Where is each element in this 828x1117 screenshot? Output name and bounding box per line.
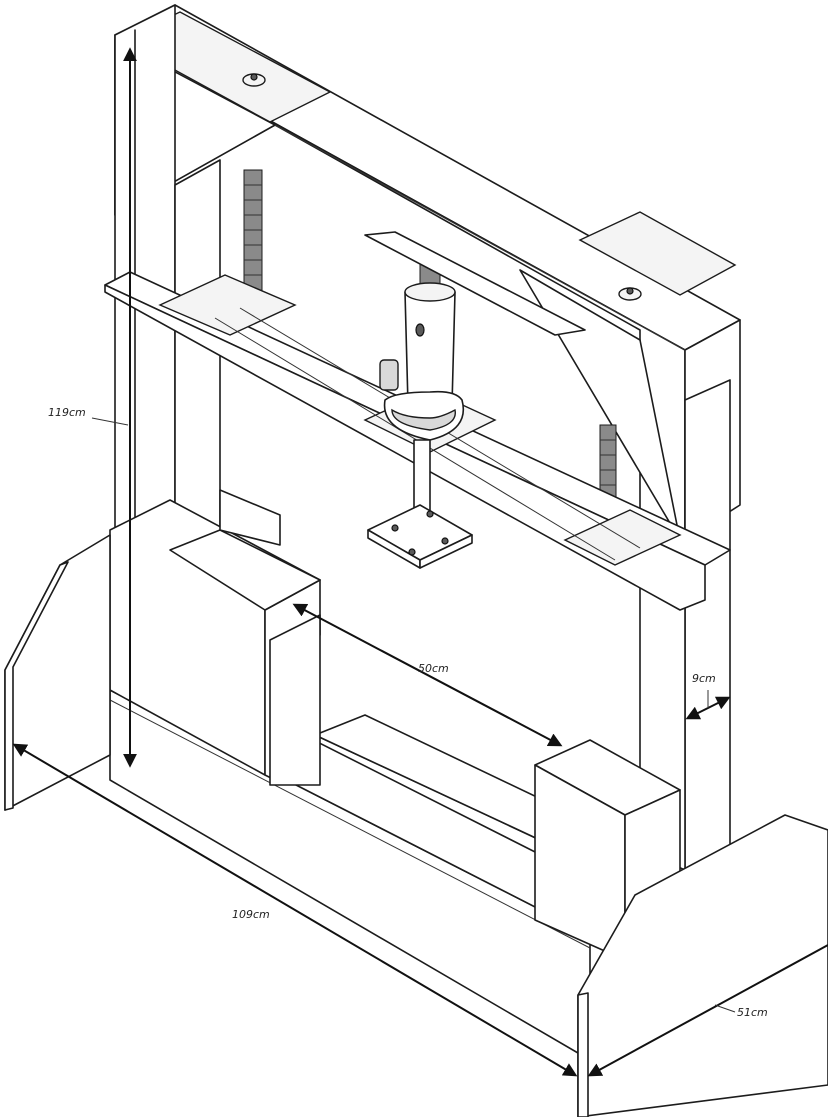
piston-base-plate [367, 504, 473, 569]
dimension-width [12, 743, 578, 1077]
top-bolt-left [242, 73, 266, 87]
dimension-inner-width [292, 603, 563, 747]
height-label: 119cm [48, 406, 86, 419]
rear-guide-bar [364, 231, 586, 336]
dimension-thickness [685, 690, 731, 720]
dimension-height [91, 47, 137, 768]
depth-label: 51cm [737, 1006, 768, 1019]
inner-width-label: 50cm [418, 662, 449, 675]
hydraulic-jack [379, 257, 464, 441]
top-bolt-right [618, 287, 642, 301]
width-label: 109cm [232, 908, 270, 921]
left-foot-plate [4, 534, 111, 811]
thickness-label: 9cm [692, 672, 716, 685]
dimension-depth [587, 944, 828, 1077]
right-foot-plate [577, 814, 828, 1117]
